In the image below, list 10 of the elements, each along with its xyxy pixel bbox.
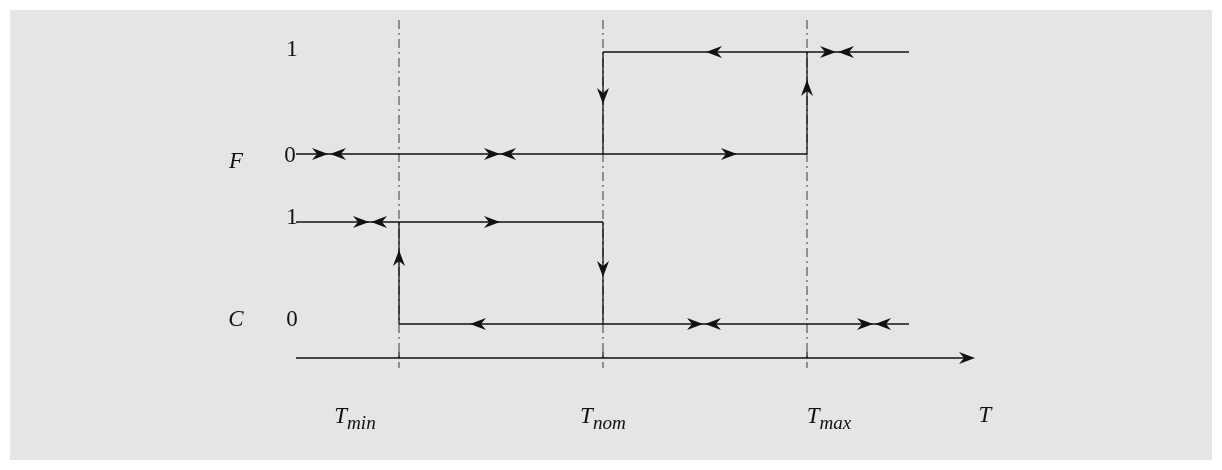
tick-label: T$_{max}$ <box>806 404 852 432</box>
level-label: 1 <box>286 36 298 60</box>
tick-label: T$_{min}$ <box>334 404 376 432</box>
level-label: 0 <box>284 142 296 166</box>
level-label: 0 <box>286 306 298 330</box>
axis-label: F <box>228 148 244 172</box>
tick-label: T$_{nom}$ <box>580 404 626 432</box>
axis-label: C <box>228 306 244 330</box>
axis-label: T <box>978 402 992 426</box>
level-label: 1 <box>286 204 298 228</box>
